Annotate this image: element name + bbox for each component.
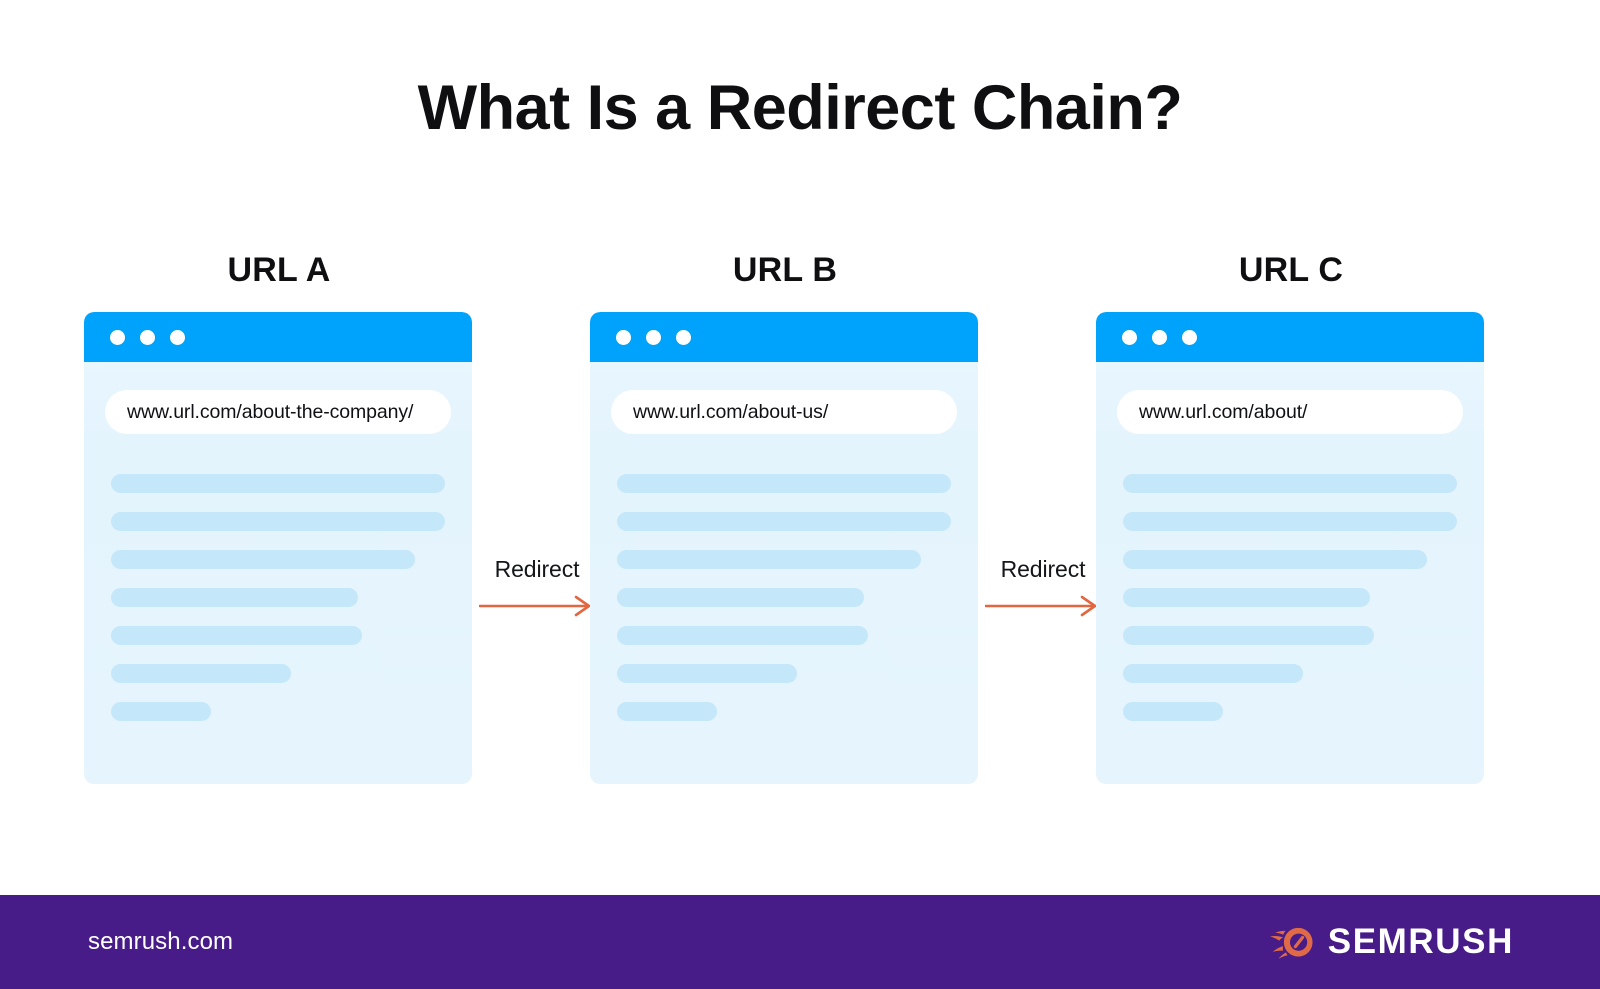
placeholder-line bbox=[617, 512, 951, 531]
card-label-c: URL C bbox=[1238, 251, 1344, 289]
browser-window-b: www.url.com/about-us/ bbox=[590, 312, 978, 784]
browser-titlebar-a bbox=[84, 312, 472, 362]
redirect-chain-diagram: URL A www.url.com/about-the-company/ bbox=[0, 250, 1600, 810]
address-bar-url-b: www.url.com/about-us/ bbox=[633, 400, 829, 423]
placeholder-line bbox=[617, 626, 868, 645]
placeholder-line bbox=[617, 664, 798, 683]
placeholder-line bbox=[1123, 702, 1224, 721]
placeholder-line bbox=[111, 664, 292, 683]
page-content-placeholder-b bbox=[617, 474, 951, 740]
placeholder-line bbox=[617, 702, 718, 721]
placeholder-line bbox=[1123, 664, 1304, 683]
placeholder-line bbox=[1123, 512, 1457, 531]
placeholder-line bbox=[111, 550, 415, 569]
semrush-brand: SEMRUSH bbox=[1268, 922, 1514, 962]
address-bar-a[interactable]: www.url.com/about-the-company/ bbox=[105, 390, 451, 434]
placeholder-line bbox=[1123, 474, 1457, 493]
page-content-placeholder-a bbox=[111, 474, 445, 740]
address-bar-url-c: www.url.com/about/ bbox=[1139, 400, 1308, 423]
placeholder-line bbox=[1123, 626, 1374, 645]
url-card-b: URL B www.url.com/about-us/ bbox=[590, 250, 980, 784]
browser-titlebar-b bbox=[590, 312, 978, 362]
page-title: What Is a Redirect Chain? bbox=[417, 73, 1183, 143]
footer-site-link[interactable]: semrush.com bbox=[88, 928, 234, 955]
browser-window-c: www.url.com/about/ bbox=[1096, 312, 1484, 784]
placeholder-line bbox=[617, 550, 921, 569]
window-dot-icon bbox=[1182, 329, 1197, 345]
placeholder-line bbox=[617, 474, 951, 493]
card-label-a: URL A bbox=[227, 251, 331, 289]
address-bar-url-a: www.url.com/about-the-company/ bbox=[127, 400, 414, 423]
placeholder-line bbox=[1123, 550, 1427, 569]
url-card-c: URL C www.url.com/about/ bbox=[1096, 250, 1486, 784]
semrush-wordmark: SEMRUSH bbox=[1327, 922, 1514, 961]
url-card-a: URL A www.url.com/about-the-company/ bbox=[84, 250, 474, 784]
redirect-arrow-icon bbox=[985, 595, 1097, 617]
browser-window-a: www.url.com/about-the-company/ bbox=[84, 312, 472, 784]
window-dot-icon bbox=[646, 329, 661, 345]
address-bar-b[interactable]: www.url.com/about-us/ bbox=[611, 390, 957, 434]
window-dot-icon bbox=[1152, 329, 1167, 345]
footer-bar: semrush.com SEMRUSH bbox=[0, 895, 1600, 989]
placeholder-line bbox=[111, 474, 445, 493]
window-dot-icon bbox=[676, 329, 691, 345]
window-dot-icon bbox=[616, 329, 631, 345]
redirect-label-1: Redirect bbox=[494, 556, 580, 582]
window-dot-icon bbox=[110, 329, 125, 345]
browser-titlebar-c bbox=[1096, 312, 1484, 362]
redirect-connector-1: Redirect bbox=[472, 250, 602, 670]
placeholder-line bbox=[617, 588, 865, 607]
window-dot-icon bbox=[170, 329, 185, 345]
placeholder-line bbox=[1123, 588, 1371, 607]
address-bar-c[interactable]: www.url.com/about/ bbox=[1117, 390, 1463, 434]
window-dot-icon bbox=[1122, 329, 1137, 345]
placeholder-line bbox=[111, 588, 359, 607]
page-content-placeholder-c bbox=[1123, 474, 1457, 740]
redirect-label-2: Redirect bbox=[1000, 556, 1086, 582]
card-label-b: URL B bbox=[732, 251, 838, 289]
redirect-connector-2: Redirect bbox=[978, 250, 1108, 670]
placeholder-line bbox=[111, 702, 212, 721]
placeholder-line bbox=[111, 512, 445, 531]
window-dot-icon bbox=[140, 329, 155, 345]
placeholder-line bbox=[111, 626, 362, 645]
semrush-comet-icon bbox=[1269, 927, 1313, 959]
redirect-arrow-icon bbox=[479, 595, 591, 617]
